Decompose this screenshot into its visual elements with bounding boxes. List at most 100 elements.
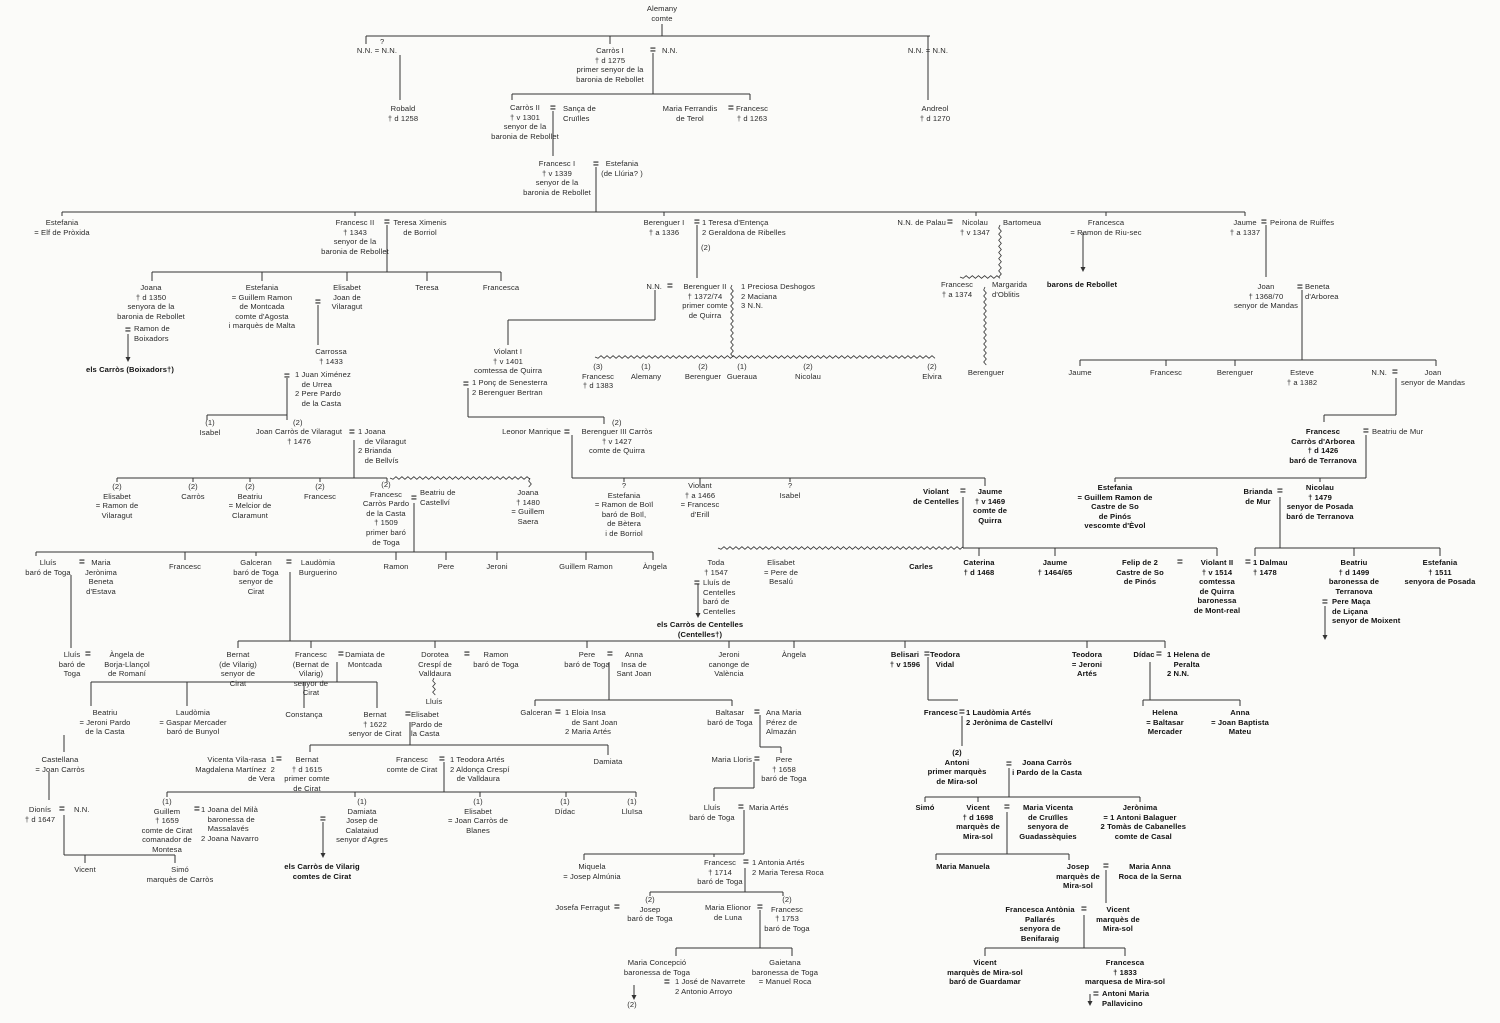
person-lluis-artes: Lluís baró de Toga [689,803,735,822]
person-castellana: Castellana = Joan Carròs [35,755,85,774]
arrow-down-icon [695,613,701,618]
person-pere-1658: Pere † 1658 baró de Toga [761,755,807,784]
marriage-sign: = [1081,904,1087,915]
marriage-sign: = [284,371,290,382]
marriage-sign: = [1297,282,1303,293]
arrow-down-icon [125,357,131,362]
marriage-sign: = [338,649,344,660]
person-dionis: Dionís † d 1647 [24,805,56,824]
marriage-sign: = [754,707,760,718]
person-galceran-b: Galceran [520,708,552,717]
person-barons-rebollet: barons de Rebollet [1046,280,1118,289]
person-berenguer-palau: Berenguer [967,368,1005,377]
person-joana-mila: 1 Joana del Milà baronessa de Massalavés… [201,805,259,843]
person-nicolau-terranova: Nicolau † 1479 senyor de Posada baró de … [1286,483,1354,521]
person-francesc-1263: Francesc † d 1263 [735,104,769,123]
marriage-sign: = [1093,989,1099,1000]
person-francesc-1753: (2) Francesc † 1753 baró de Toga [764,895,810,933]
person-nn-palau: N.N. de Palau [897,218,946,227]
marriage-sign: = [1177,557,1183,568]
arrow-down-icon [320,853,326,858]
person-concepcio-spouses: 1 José de Navarrete 2 Antonio Arroyo [675,977,746,996]
marriage-sign: = [1006,759,1012,770]
person-caterina: Caterina † d 1468 [963,558,995,577]
marriage-sign: = [1363,426,1369,437]
person-teresa-ximenis: Teresa Ximenis de Borriol [393,218,447,237]
person-joan-carros-vilaragut: Joan Carròs de Vilaragut † 1476 [255,427,343,446]
person-bernat-1615: Bernat † d 1615 primer comte de Cirat [284,755,330,793]
person-maria-elionor: Maria Elionor de Luna [704,903,752,922]
person-francesca-riusec: Francesca = Ramon de Riu-sec [1070,218,1142,237]
person-francesc-vilarig: Francesc (Bernat de Vilarig) senyor de C… [292,650,330,698]
person-joana-1350: Joana † d 1350 senyora de la baronia de … [117,283,185,321]
person-joana-1480: Joana † 1480 = Guillem Saera [511,488,545,526]
person-galceran: Galceran baró de Toga senyor de Cirat [233,558,279,596]
person-lluis-centelles: Lluís de Centelles baró de Centelles [703,578,736,616]
person-carrossa: Carrossa † 1433 [315,347,347,366]
person-galceran-spouses: 1 Eloia Insa de Sant Joan 2 Maria Artés [565,708,618,737]
marriage-sign: = [947,217,953,228]
person-vicent: Vicent [74,865,96,874]
person-pere-toga: Pere baró de Toga [564,650,610,669]
person-margarida: Margarida d'Oblitis [992,280,1028,299]
marriage-sign: = [59,804,65,815]
marriage-sign: = [1261,217,1267,228]
person-francesc-arborea: Francesc Carròs d'Arborea † d 1426 baró … [1289,427,1357,465]
person-angela-b: Àngela [781,650,807,659]
person-josefa: Josefa Ferragut [555,903,610,912]
person-josep-toga: (2) Josep baró de Toga [627,895,673,924]
person-berenguer2-spouses: 1 Preciosa Deshogos 2 Maciana 3 N.N. [741,282,816,311]
wavy-illegitimate-line [389,476,531,480]
marriage-sign: = [564,427,570,438]
person-bernat-1622: Bernat † 1622 senyor de Cirat [348,710,402,739]
person-jeronima: Jerònima = 1 Antoni Balaguer 2 Tomàs de … [1100,803,1187,841]
marriage-sign: = [694,217,700,228]
person-angela-borja: Àngela de Borja-Llançol de Romaní [104,650,150,679]
person-francesc-1714-spouses: 1 Antonia Artés 2 Maria Teresa Roca [752,858,824,877]
marriage-sign: = [728,103,734,114]
marriage-sign: = [315,297,321,308]
person-angela: Àngela [642,562,668,571]
person-violant2: Violant II † v 1514 comtessa de Quirra b… [1193,558,1241,615]
wavy-illegitimate-line [959,275,1001,279]
person-antoni-pallavicino: Antoni Maria Pallavicino [1102,989,1150,1008]
person-jaume-quirra: Jaume † v 1469 comte de Quirra [972,487,1008,525]
marriage-sign: = [411,493,417,504]
person-damiata-calataiud: (1) Damiata Josep de Calataiud senyor d'… [336,797,388,845]
person-didac-b: Dídac [1133,650,1155,659]
person-jeroni-canonge: Jeroni canonge de València [708,650,750,679]
person-sanca: Sança de Cruïlles [563,104,596,123]
person-estefania-proixida: Estefania = Elf de Pròxida [34,218,90,237]
person-francesc-c: Francesc [923,708,958,717]
person-isabel-1: (1) Isabel [199,418,221,437]
person-damiata: Damiata [593,757,623,766]
person-laudomia-mercader: Laudòmia = Gaspar Mercader baró de Bunyo… [159,708,227,737]
person-els-carros-centelles: els Carròs de Centelles (Centelles†) [656,620,744,639]
person-beatriu-mur: Beatriu de Mur [1372,427,1424,436]
marriage-sign: = [743,857,749,868]
person-francesc-2: (2) Francesc [303,482,337,501]
person-pere: Pere [437,562,455,571]
person-beatriu-castellvi: Beatriu de Castellví [420,488,456,507]
marriage-sign: = [550,103,556,114]
person-didac-1: (1) Dídac [554,797,576,816]
person-elisabet-vilaragut: Elisabet Joan de Vilaragut [331,283,363,312]
person-ana-maria: Ana Maria Pérez de Almazán [766,708,802,737]
person-estefania-evol: Estefania = Guillem Ramon de Castre de S… [1077,483,1153,531]
person-simo-marques: Simó marquès de Carròs [146,865,214,884]
person-francesc2: Francesc II † 1343 senyor de la baronia … [321,218,389,256]
person-joan-mandas: Joan † 1368/70 senyor de Mandas [1233,282,1299,311]
person-estefania-lluria: Estefania (de Llúria? ) [601,159,643,178]
person-jeroni: Jeroni [486,562,508,571]
marriage-sign: = [607,649,613,660]
person-francesc-1714: Francesc † 1714 baró de Toga [697,858,743,887]
person-carros2: Carròs II † v 1301 senyor de la baronia … [491,103,559,141]
person-carros-2: (2) Carròs [181,482,205,501]
person-maria-vicenta: Maria Vicenta de Cruïlles senyora de Gua… [1019,803,1077,841]
marriage-sign: = [664,977,670,988]
marriage-sign: = [614,902,620,913]
person-ramon-boixadors: Ramon de Boixadors [134,324,170,343]
person-andreol: Andreol † d 1270 [919,104,951,123]
person-francesca: Francesca [482,283,520,292]
